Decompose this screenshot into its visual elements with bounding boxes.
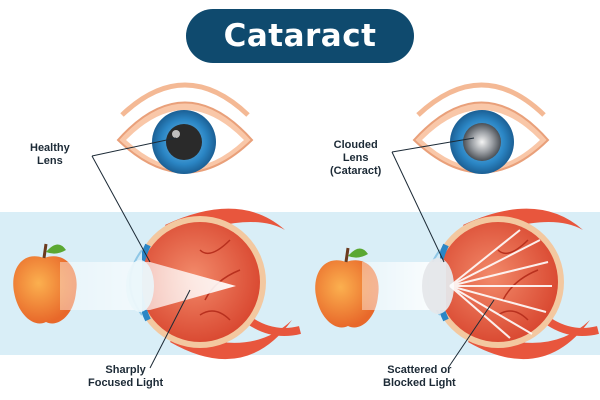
healthy-lens-line-1: Healthy	[30, 142, 70, 154]
clouded-lens-line-3: (Cataract)	[330, 165, 382, 177]
clouded-lens-label: Clouded Lens (Cataract)	[330, 139, 381, 178]
scattered-light-label: Scattered or Blocked Light	[383, 364, 456, 390]
clouded-lens-line-2: Lens	[342, 152, 369, 164]
scattered-light-line-2: Blocked Light	[383, 377, 456, 389]
clouded-lens-line-1: Clouded	[333, 139, 378, 151]
scattered-light-line-1: Scattered or	[387, 364, 452, 376]
healthy-eye-front-view	[116, 82, 254, 174]
healthy-lens-line-2: Lens	[37, 155, 63, 167]
page-title: Cataract	[223, 18, 377, 54]
healthy-lens-label: Healthy Lens	[30, 142, 70, 168]
sharply-focused-line-1: Sharply	[105, 364, 146, 376]
cataract-eye-cross-section	[362, 208, 599, 360]
sharply-focused-line-2: Focused Light	[88, 377, 164, 389]
cataract-eye-front-view	[412, 82, 550, 174]
leader-lines	[91, 137, 495, 369]
healthy-eye-cross-section	[60, 208, 301, 360]
title-banner: Cataract	[186, 9, 414, 63]
sharply-focused-label: Sharply Focused Light	[88, 364, 163, 390]
